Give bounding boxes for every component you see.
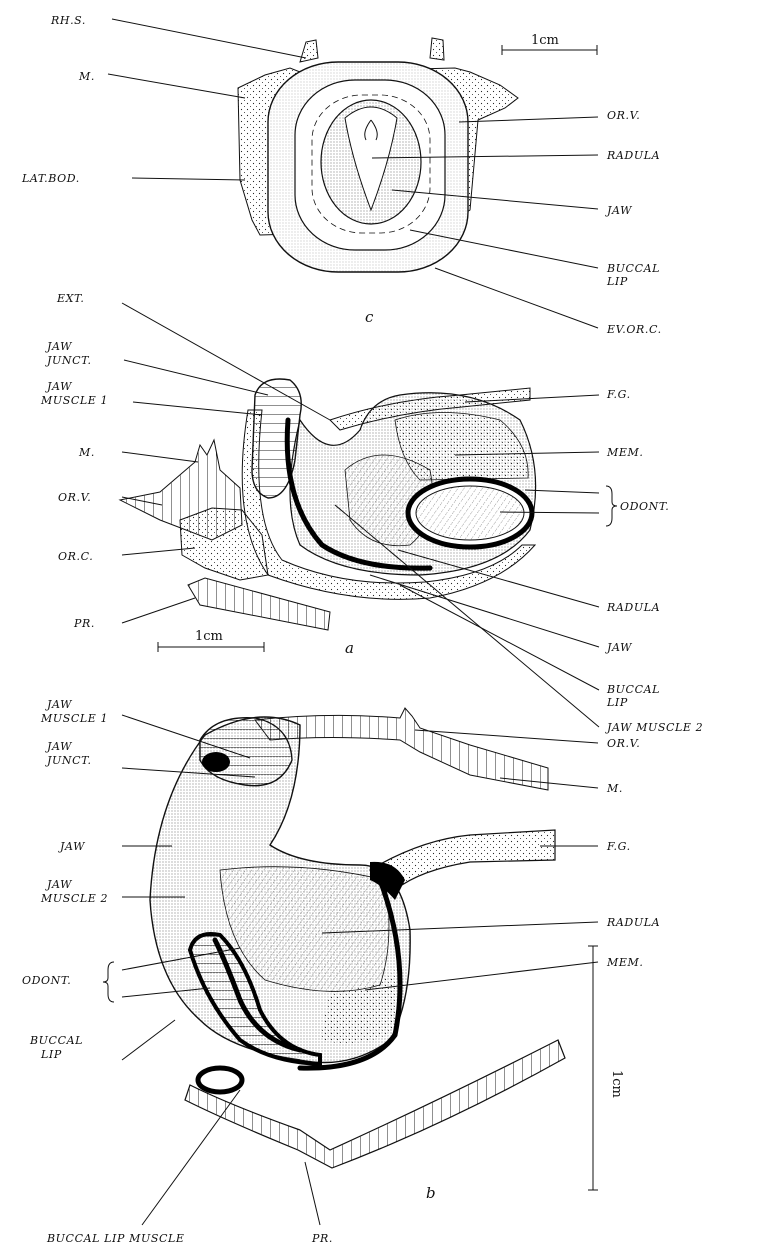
label-b-buccal-lip-2: LIP [40, 1048, 62, 1061]
label-a-pr: PR. [73, 617, 95, 630]
odont-brace-b [103, 962, 114, 1002]
label-c-buccal-lip-1: BUCCAL [606, 262, 660, 275]
panel-c: 1cm RH.S. M. LAT.BOD. OR.V. RADULA JAW B… [21, 14, 662, 336]
label-a-buccal-lip-1: BUCCAL [606, 683, 660, 696]
label-b-jaw-junct-2: JUNCT. [45, 754, 92, 767]
label-c-radula: RADULA [606, 149, 660, 162]
label-a-buccal-lip-2: LIP [606, 696, 628, 709]
label-b-jaw-muscle2-1: JAW [45, 878, 73, 891]
label-c-buccal-lip-2: LIP [606, 275, 628, 288]
label-c-jaw: JAW [605, 204, 633, 217]
proboscis-b [185, 1040, 565, 1168]
panel-a: 1cm EXT. JAW JUNCT. JAW MUSCLE 1 M. OR.V… [40, 292, 703, 734]
panel-c-drawing [238, 38, 518, 272]
label-a-ext: EXT. [56, 292, 84, 305]
panel-letter-a: a [345, 639, 354, 657]
odont-brace-a [606, 486, 617, 526]
label-b-m: M. [606, 782, 623, 795]
label-b-jaw: JAW [58, 840, 86, 853]
label-b-jaw-muscle2-2: MUSCLE 2 [40, 892, 108, 905]
label-a-jaw-junct-1: JAW [45, 340, 73, 353]
scale-bar-a: 1cm [158, 629, 264, 652]
panel-a-drawing [120, 379, 536, 630]
label-b-radula: RADULA [606, 916, 660, 929]
label-b-pr: PR. [311, 1232, 333, 1245]
label-c-lat-bod: LAT.BOD. [21, 172, 80, 185]
label-a-or-v: OR.V. [58, 491, 91, 504]
label-b-jaw-junct-1: JAW [45, 740, 73, 753]
panel-b-drawing [150, 708, 565, 1168]
label-b-fg: F.G. [606, 840, 631, 853]
label-a-mem: MEM. [606, 446, 643, 459]
label-a-odont: ODONT. [620, 500, 669, 513]
label-c-rhs: RH.S. [50, 14, 86, 27]
buccal-lip-muscle-b [198, 1068, 242, 1092]
label-a-jaw: JAW [605, 641, 633, 654]
label-a-jaw-muscle1-1: JAW [45, 380, 73, 393]
panel-letter-b: b [426, 1184, 436, 1202]
label-b-jaw-muscle1-2: MUSCLE 1 [40, 712, 108, 725]
label-a-or-c: OR.C. [58, 550, 93, 563]
rhs-stub-right [430, 38, 444, 60]
label-a-m: M. [78, 446, 95, 459]
panel-letter-c: c [365, 308, 374, 326]
label-c-ev-or-c: EV.OR.C. [606, 323, 662, 336]
jaw-junct-b [202, 752, 230, 772]
label-a-jaw-junct-2: JUNCT. [45, 354, 92, 367]
jaw-muscle1-b [200, 718, 292, 786]
label-c-or-v: OR.V. [607, 109, 640, 122]
label-a-radula: RADULA [606, 601, 660, 614]
label-b-jaw-muscle1-1: JAW [45, 698, 73, 711]
panel-b: 1cm JAW MUSCLE 1 JAW JUNCT. JAW JAW MUSC… [22, 698, 660, 1245]
scale-label-a: 1cm [195, 629, 223, 644]
label-b-buccal-lip-muscle: BUCCAL LIP MUSCLE [46, 1232, 185, 1245]
scale-label-b: 1cm [609, 1070, 624, 1098]
label-c-m: M. [78, 70, 95, 83]
label-b-mem: MEM. [606, 956, 643, 969]
label-b-or-v: OR.V. [607, 737, 640, 750]
rhs-stub-left [300, 40, 318, 62]
scale-bar-c: 1cm [502, 33, 597, 55]
scale-bar-b: 1cm [588, 946, 624, 1190]
label-a-jaw-muscle1-2: MUSCLE 1 [40, 394, 108, 407]
label-a-fg: F.G. [606, 388, 631, 401]
label-b-odont: ODONT. [22, 974, 71, 987]
label-b-buccal-lip-1: BUCCAL [29, 1034, 83, 1047]
label-a-jaw-muscle2: JAW MUSCLE 2 [605, 721, 703, 734]
scale-label-c: 1cm [531, 33, 559, 48]
